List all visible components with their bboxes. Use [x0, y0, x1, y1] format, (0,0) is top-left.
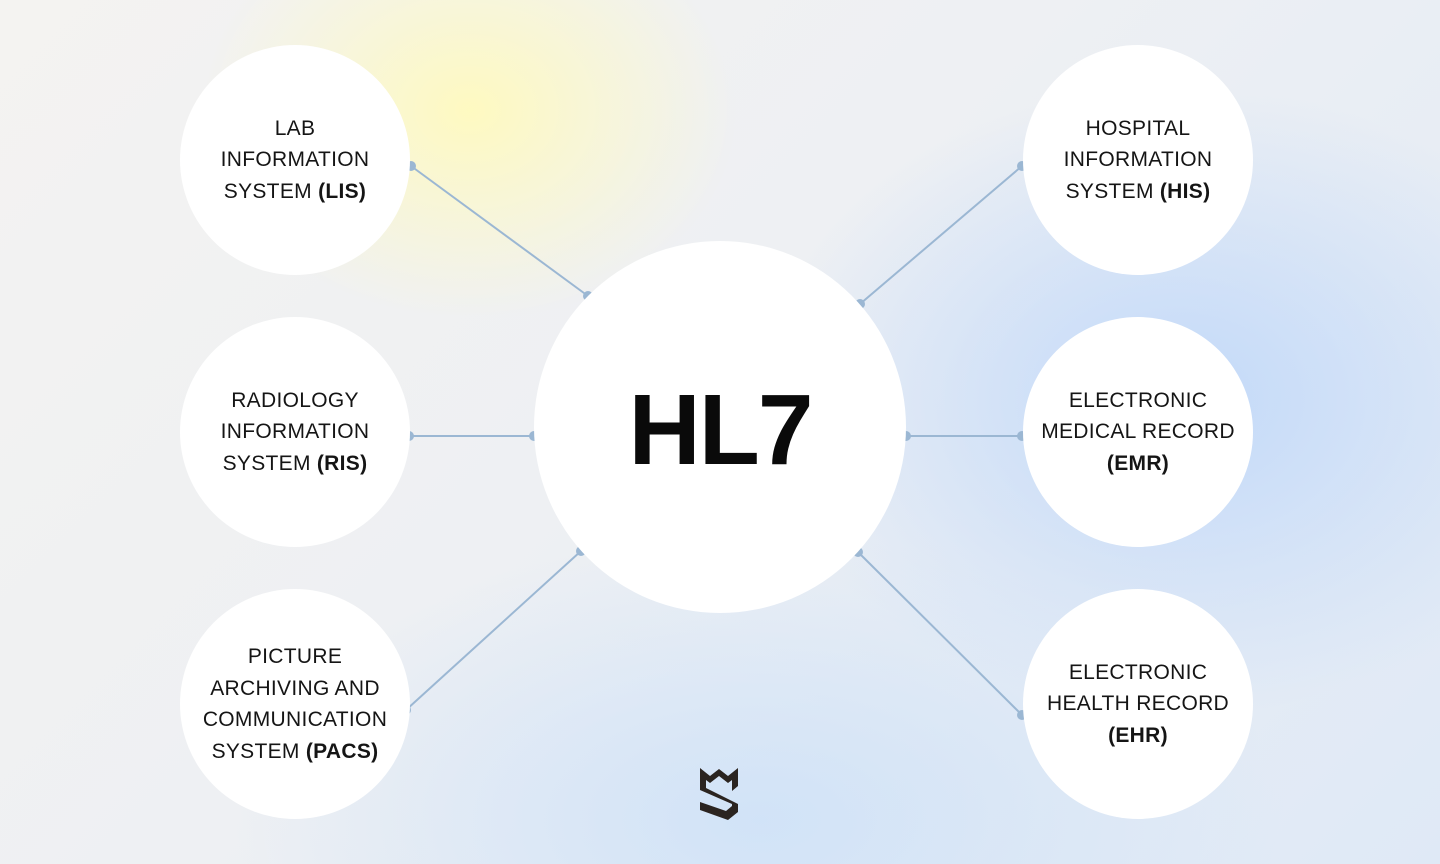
- node-line: SYSTEM: [222, 451, 311, 475]
- node-line: SYSTEM: [211, 739, 300, 763]
- node-line: INFORMATION: [220, 420, 370, 444]
- node-line: INFORMATION: [1063, 148, 1213, 172]
- node-line: ARCHIVING AND: [210, 676, 380, 700]
- node-abbr: (EMR): [1106, 451, 1170, 475]
- node-line: LAB: [274, 116, 316, 140]
- connector-lis: [410, 165, 589, 297]
- node-line: HOSPITAL: [1085, 116, 1191, 140]
- hub-title: HL7: [628, 373, 814, 486]
- node-ris-label: RADIOLOGY INFORMATION SYSTEM (RIS): [195, 385, 395, 480]
- node-ris: RADIOLOGY INFORMATION SYSTEM (RIS): [180, 317, 410, 547]
- connector-ehr: [857, 551, 1023, 716]
- connector-pacs: [405, 550, 582, 711]
- node-lis-label: LAB INFORMATION SYSTEM (LIS): [195, 113, 395, 208]
- hub-node: HL7: [534, 241, 906, 613]
- node-his-label: HOSPITAL INFORMATION SYSTEM (HIS): [1038, 113, 1238, 208]
- node-ehr: ELECTRONIC HEALTH RECORD (EHR): [1023, 589, 1253, 819]
- node-abbr: (LIS): [318, 179, 367, 203]
- node-pacs: PICTURE ARCHIVING AND COMMUNICATION SYST…: [180, 589, 410, 819]
- node-abbr: (PACS): [305, 739, 379, 763]
- node-line: INFORMATION: [220, 148, 370, 172]
- node-abbr: (EHR): [1108, 723, 1168, 747]
- node-lis: LAB INFORMATION SYSTEM (LIS): [180, 45, 410, 275]
- node-abbr: (RIS): [316, 451, 368, 475]
- node-line: HEALTH RECORD: [1046, 692, 1230, 716]
- node-abbr: (HIS): [1159, 179, 1211, 203]
- node-line: PICTURE: [247, 645, 343, 668]
- node-pacs-label: PICTURE ARCHIVING AND COMMUNICATION SYST…: [188, 641, 403, 767]
- node-line: RADIOLOGY: [231, 388, 359, 412]
- company-logo-icon: [700, 768, 738, 820]
- node-ehr-label: ELECTRONIC HEALTH RECORD (EHR): [1031, 657, 1246, 752]
- node-line: SYSTEM: [223, 179, 312, 203]
- node-his: HOSPITAL INFORMATION SYSTEM (HIS): [1023, 45, 1253, 275]
- node-line: ELECTRONIC: [1068, 388, 1208, 412]
- node-line: ELECTRONIC: [1068, 660, 1208, 684]
- node-line: COMMUNICATION: [202, 708, 388, 731]
- connector-his: [859, 165, 1023, 305]
- node-emr: ELECTRONIC MEDICAL RECORD (EMR): [1023, 317, 1253, 547]
- node-emr-label: ELECTRONIC MEDICAL RECORD (EMR): [1031, 385, 1246, 480]
- node-line: SYSTEM: [1065, 179, 1154, 203]
- node-line: MEDICAL RECORD: [1041, 420, 1235, 444]
